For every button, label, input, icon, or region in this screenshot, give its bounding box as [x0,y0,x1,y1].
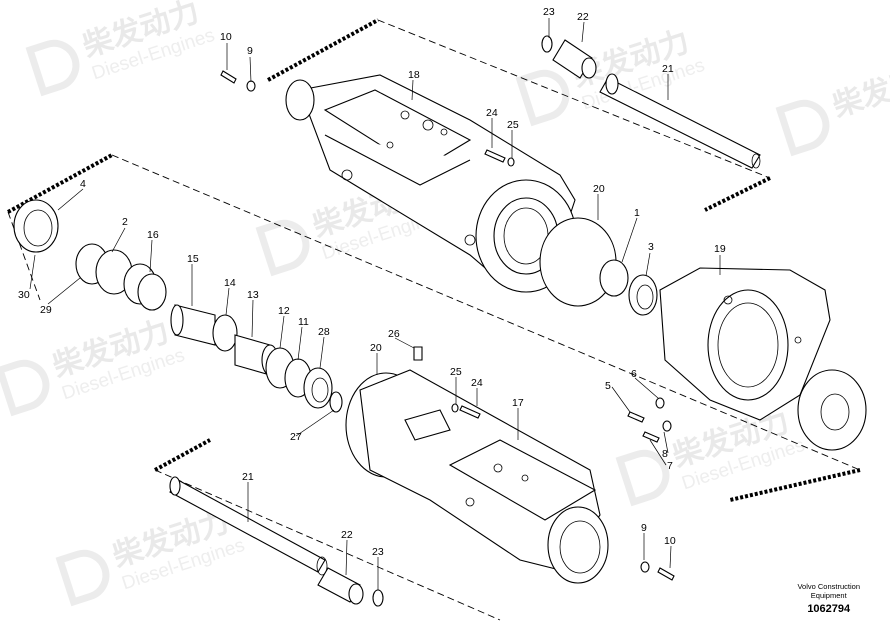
bolt-lower-24 [459,405,481,419]
part-callout: 24 [486,107,498,119]
d-logo-icon [55,549,110,607]
leader-lines [29,18,721,590]
part-callout: 21 [242,471,254,483]
bolts-5-8 [627,397,672,443]
part-callout: 1 [634,207,640,219]
part-callout: 23 [372,546,384,558]
bearing-3 [628,274,658,316]
washer-lower-25 [451,403,459,413]
bearing-28 [303,367,333,409]
part-callout: 10 [220,31,232,43]
o-ring-27 [329,391,343,413]
thrust-washer-14 [212,314,238,352]
part-callout: 12 [278,305,290,317]
splined-hub-15 [170,304,216,346]
drive-shaft-lower [169,476,328,576]
part-callout: 25 [507,119,519,131]
part-callout: 16 [147,229,159,241]
assembly-boundary-lines [7,18,861,621]
part-callout: 8 [662,448,668,460]
part-callout: 15 [187,253,199,265]
part-callout: 23 [543,6,555,18]
part-number-callouts: 10 9 18 23 22 21 24 25 4 20 1 2 16 3 19 … [18,6,726,558]
part-callout: 22 [341,529,353,541]
part-callout: 3 [648,241,654,253]
drawing-footer: Volvo Construction Equipment 1062794 [797,582,860,615]
part-callout: 14 [224,277,236,289]
d-logo-icon [515,69,570,127]
d-logo-icon [0,359,50,417]
watermark: 柴发动力 Diesel-Engines [0,314,187,417]
watermark: 柴发动力 [775,54,890,157]
manufacturer-line2: Equipment [810,591,847,600]
part-callout: 25 [450,366,462,378]
part-callout: 19 [714,243,726,255]
part-callout: 18 [408,69,420,81]
part-callout: 9 [641,522,647,534]
part-callout: 29 [40,304,52,316]
drive-shaft-upper [599,73,761,169]
d-logo-icon [25,39,80,97]
part-callout: 30 [18,289,30,301]
part-callout: 2 [122,216,128,228]
gasket-20-upper [539,217,617,307]
part-callout: 21 [662,63,674,75]
d-logo-icon [615,449,670,507]
part-callout: 13 [247,289,259,301]
d-logo-icon [775,99,830,157]
o-ring-1 [599,259,629,297]
part-callout: 20 [593,183,605,195]
breather-26 [413,346,423,361]
part-callout: 6 [631,368,637,380]
part-callout: 17 [512,397,524,409]
washer-upper-25 [507,157,515,167]
part-callout: 26 [388,328,400,340]
watermark-brand-cn: 柴发动力 [829,54,890,124]
part-callout: 27 [290,431,302,443]
sleeve-upper [552,39,597,79]
part-callout: 24 [471,377,483,389]
part-callout: 11 [298,316,309,328]
bolt-upper-24 [484,149,506,163]
part-callout: 22 [577,11,589,23]
ring-gear [797,369,867,451]
seal-rings [75,243,167,311]
circlip-upper [541,35,553,53]
axle-housing-lower [345,369,609,584]
bolt-lower-10 [657,567,675,581]
bolt-upper-10 [220,70,237,84]
part-callout: 10 [664,535,676,547]
sleeve-lower [317,567,364,605]
washer-lower-9 [640,561,650,573]
drawing-number: 1062794 [807,603,851,615]
part-callout: 7 [667,460,673,472]
watermark: 柴发动力 Diesel-Engines [615,404,807,507]
watermark: 柴发动力 Diesel-Engines [25,0,217,97]
part-callout: 9 [247,45,253,57]
manufacturer-line1: Volvo Construction [797,582,860,591]
circlip-lower [372,589,384,607]
part-callout: 20 [370,342,382,354]
d-logo-icon [255,219,310,277]
part-callout: 28 [318,326,330,338]
part-callout: 5 [605,380,611,392]
part-callout: 4 [80,178,86,190]
axle-housing-upper [285,74,577,293]
washer-upper-9 [246,80,256,92]
diff-housing-19 [659,267,831,421]
wheel-bearing-4 [13,199,59,253]
